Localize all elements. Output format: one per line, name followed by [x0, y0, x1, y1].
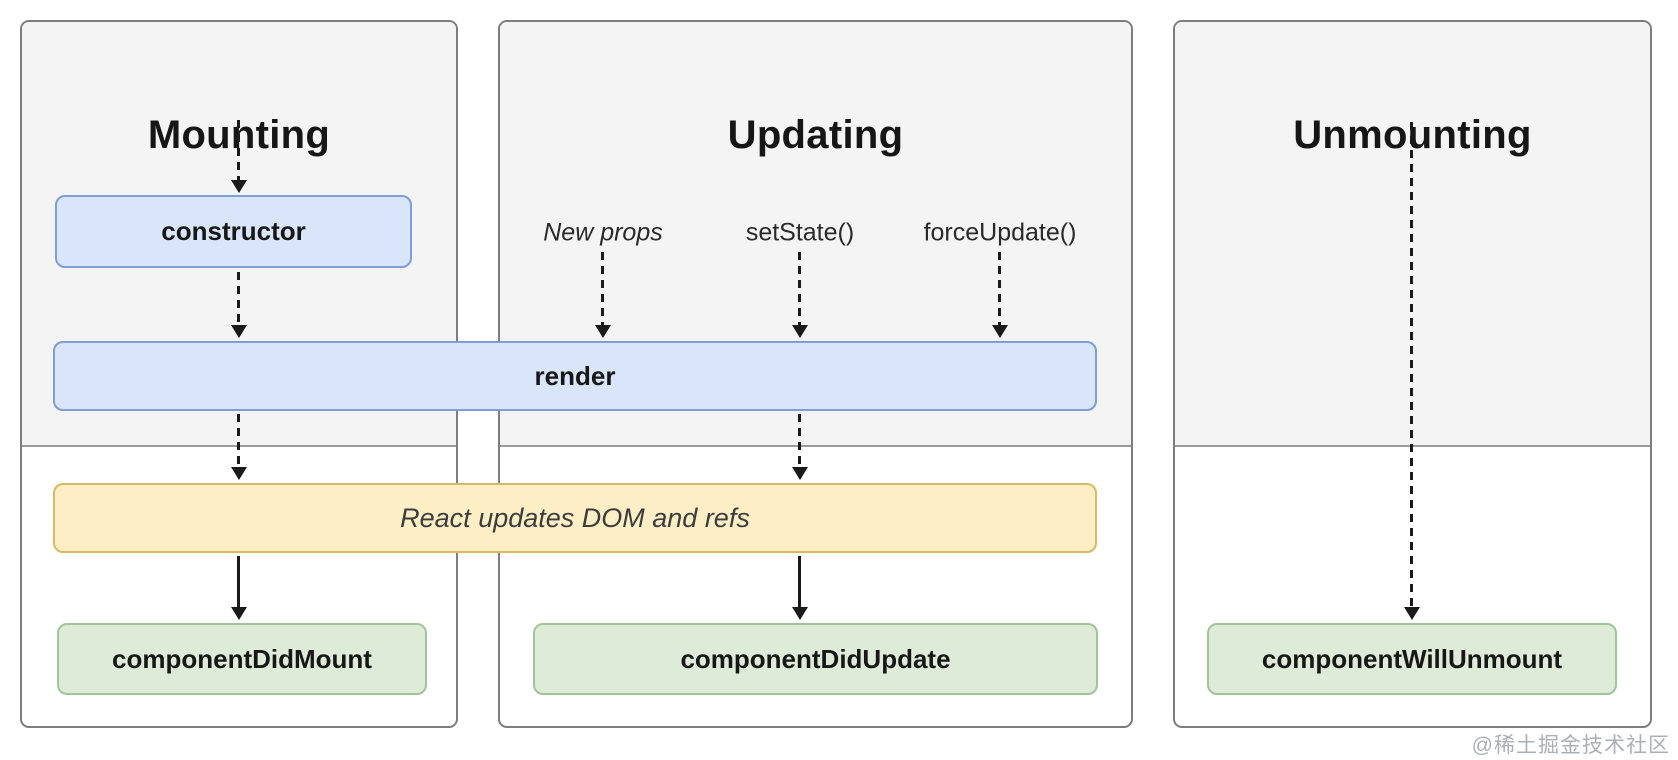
watermark: @稀土掘金技术社区	[1471, 734, 1670, 757]
box-component-will-unmount: componentWillUnmount	[1207, 623, 1617, 695]
trigger-label-force-update: forceUpdate()	[923, 218, 1077, 247]
arrow-dom-update-to-did-mount	[237, 556, 240, 607]
trigger-label-new-props: New props	[543, 218, 663, 247]
box-component-did-update: componentDidUpdate	[533, 623, 1098, 695]
box-component-did-mount: componentDidMount	[57, 623, 427, 695]
arrow-set-state-to-render	[798, 252, 801, 325]
box-react-updates-dom-and-refs: React updates DOM and refs	[53, 483, 1097, 553]
arrow-dom-update-to-did-update	[798, 556, 801, 607]
box-render: render	[53, 341, 1097, 411]
arrow-render-to-dom-update-mounting	[237, 414, 240, 467]
arrow-force-update-to-render	[998, 252, 1001, 325]
arrow-unmounting-to-will-unmount	[1410, 122, 1413, 607]
arrow-mounting-to-constructor	[237, 120, 240, 180]
arrow-new-props-to-render	[601, 252, 604, 325]
trigger-label-set-state: setState()	[745, 218, 855, 247]
arrow-constructor-to-render	[237, 272, 240, 325]
box-constructor: constructor	[55, 195, 412, 268]
arrow-render-to-dom-update-updating	[798, 414, 801, 467]
panel-title-updating: Updating	[727, 113, 904, 158]
